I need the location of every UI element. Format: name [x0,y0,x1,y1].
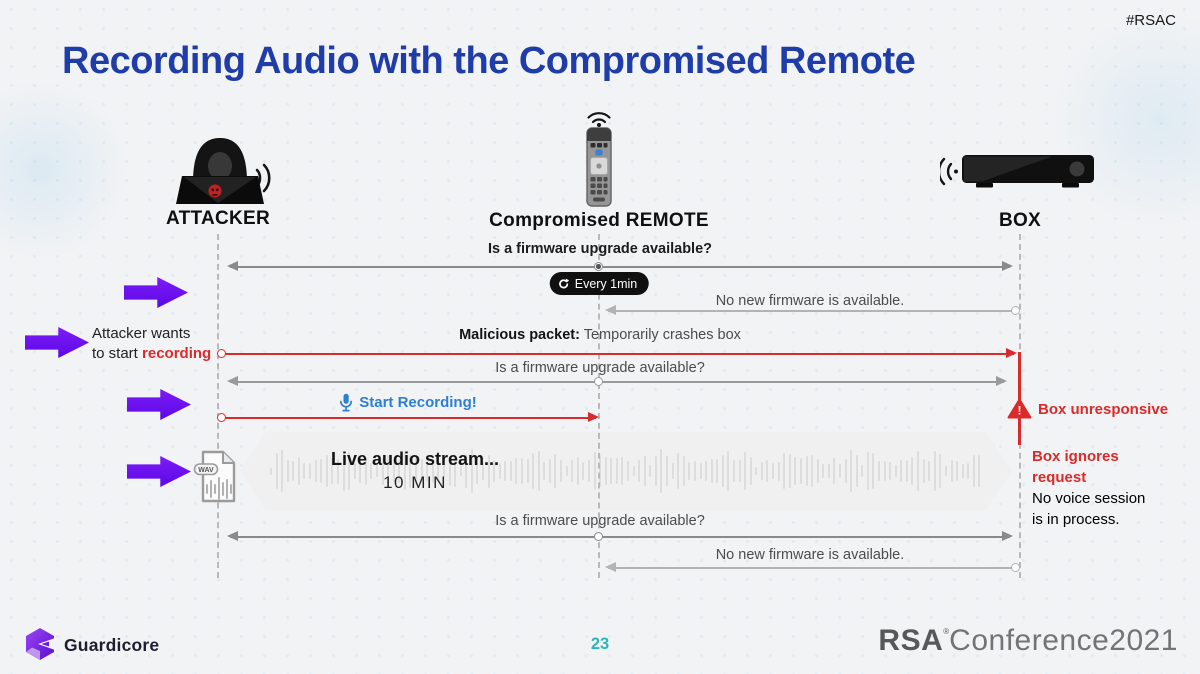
arrow-no-new-firmware-1 [605,305,1020,316]
live-audio-stream-band: Live audio stream... 10 MIN [240,432,1012,510]
wav-file-icon: WAV [193,449,241,505]
actor-label-attacker: ATTACKER [165,208,271,229]
actor-label-box: BOX [998,210,1042,231]
rsa-trademark: ® [943,627,950,636]
hashtag-rsac: #RSAC [1125,12,1176,29]
no-voice-line2: is in process. [1032,511,1120,528]
attacker-wants-line2-prefix: to start [92,345,143,362]
malicious-packet-rest: Temporarily crashes box [579,327,741,343]
every-1min-label: Every 1min [574,276,638,291]
lifeline-box-crashed-segment [1018,352,1021,445]
footer-brand: Guardicore [64,635,160,655]
settop-box-icon [937,148,1100,196]
attacker-wants-line1: Attacker wants [92,325,191,342]
box-unresponsive-label: Box unresponsive [1038,401,1169,418]
rsa-logo-bold: RSA [878,624,944,657]
wav-label: WAV [198,467,214,474]
arrow-firmware-check-1 [227,261,1013,272]
actor-label-remote: Compromised REMOTE [489,210,709,231]
every-1min-badge: Every 1min [549,272,649,295]
step-arrow-1-icon [124,277,188,308]
live-audio-title: Live audio stream... [330,449,500,469]
refresh-icon [559,278,570,288]
msg-no-new-firmware-2: No new firmware is available. [715,547,905,563]
box-ignores-line2: request [1032,469,1087,486]
step-arrow-2-icon [25,327,89,358]
no-voice-line1: No voice session [1032,490,1146,507]
warning-triangle-icon: ! [1007,398,1032,424]
arrow-firmware-check-2 [227,376,1007,387]
compromised-remote-icon [576,110,622,208]
guardicore-logo-icon [24,627,56,661]
attacker-icon [160,128,280,208]
arrow-no-new-firmware-2 [605,562,1020,573]
microphone-icon [340,393,353,412]
waveform-bars [270,438,982,504]
msg-malicious-packet: Malicious packet: Temporarily crashes bo… [400,327,800,343]
step-arrow-4-icon [127,456,191,487]
box-ignores-line1: Box ignores [1032,448,1119,465]
warning-exclamation: ! [1018,404,1022,418]
malicious-packet-bold: Malicious packet: [459,327,580,343]
attacker-wants-recording: recording [142,345,212,362]
msg-firmware-check-3: Is a firmware upgrade available? [495,513,705,529]
attacker-wants-note: Attacker wants to start recording [92,324,222,364]
arrow-malicious-packet [217,348,1017,359]
lifeline-remote [598,234,600,578]
start-recording-label: Start Recording! [359,394,477,411]
rsa-logo-light: Conference2021 [949,624,1178,657]
slide-title: Recording Audio with the Compromised Rem… [62,40,916,82]
arrow-start-recording [217,412,599,423]
arrow-firmware-check-3 [227,531,1013,542]
start-recording-label-group: Start Recording! [258,393,558,412]
step-arrow-3-icon [127,389,191,420]
lifeline-attacker [217,234,219,578]
msg-no-new-firmware-1: No new firmware is available. [715,293,905,309]
page-number: 23 [590,635,610,653]
msg-firmware-check-1: Is a firmware upgrade available? [487,241,713,257]
msg-firmware-check-2: Is a firmware upgrade available? [495,360,705,376]
live-audio-text: Live audio stream... 10 MIN [275,449,555,493]
rsa-conference-logo: RSA®Conference2021 [878,624,1178,658]
live-audio-duration: 10 MIN [383,473,447,492]
box-ignores-note: Box ignores request No voice session is … [1032,446,1145,530]
